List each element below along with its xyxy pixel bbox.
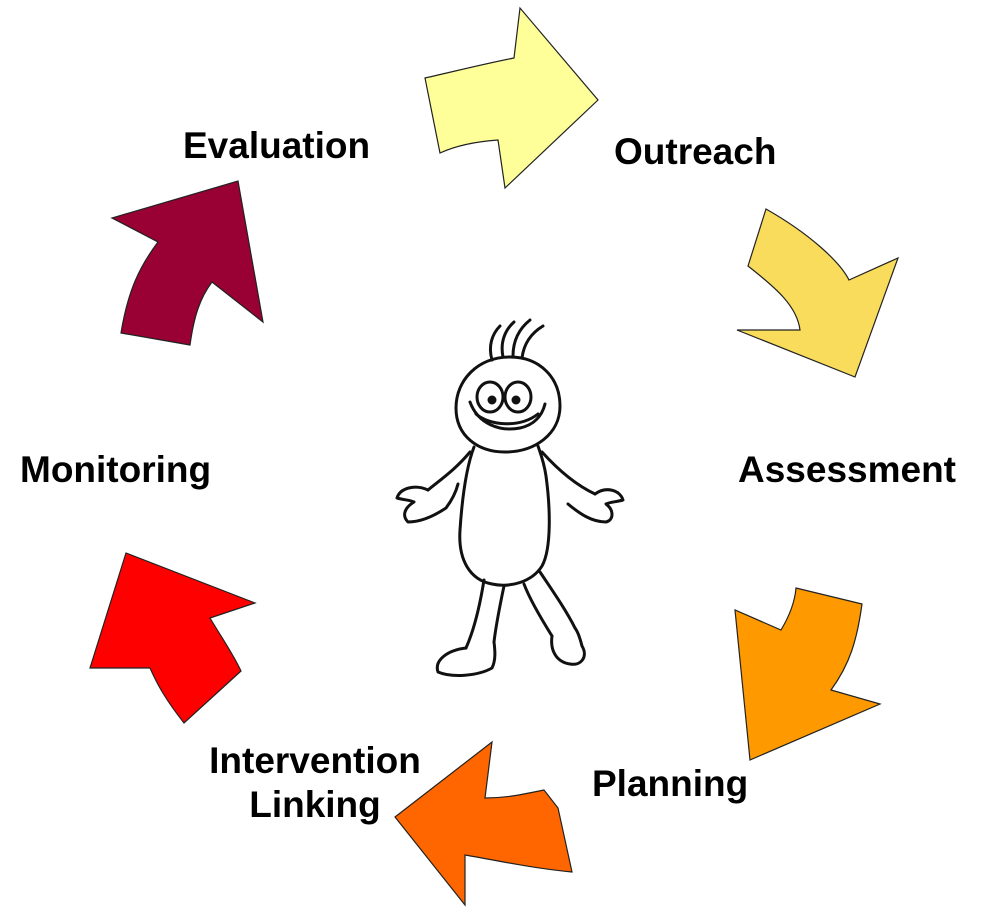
arrow-monitoring-shape <box>89 552 257 724</box>
arrow-monitoring <box>89 552 257 724</box>
arrow-evaluation-shape <box>110 180 264 346</box>
arrow-assessment-shape <box>736 208 900 378</box>
arrow-outreach <box>424 6 599 190</box>
step-label-outreach: Outreach <box>614 131 777 172</box>
arrow-planning <box>734 587 882 761</box>
step-label-planning: Planning <box>592 763 749 804</box>
arrow-intervention <box>394 740 573 907</box>
arrow-evaluation <box>110 180 264 346</box>
step-label-intervention-line1: Intervention <box>209 740 421 781</box>
step-label-monitoring: Monitoring <box>20 449 212 490</box>
step-label-intervention-linking: Intervention Linking <box>190 739 440 827</box>
arrow-intervention-shape <box>394 740 573 907</box>
arrow-planning-shape <box>734 587 882 761</box>
step-label-intervention-line2: Linking <box>249 784 381 825</box>
step-label-assessment: Assessment <box>738 449 957 490</box>
arrow-assessment <box>736 208 900 378</box>
arrow-outreach-shape <box>424 6 599 190</box>
smiling-figure-icon <box>395 318 625 677</box>
step-label-evaluation: Evaluation <box>183 125 371 166</box>
